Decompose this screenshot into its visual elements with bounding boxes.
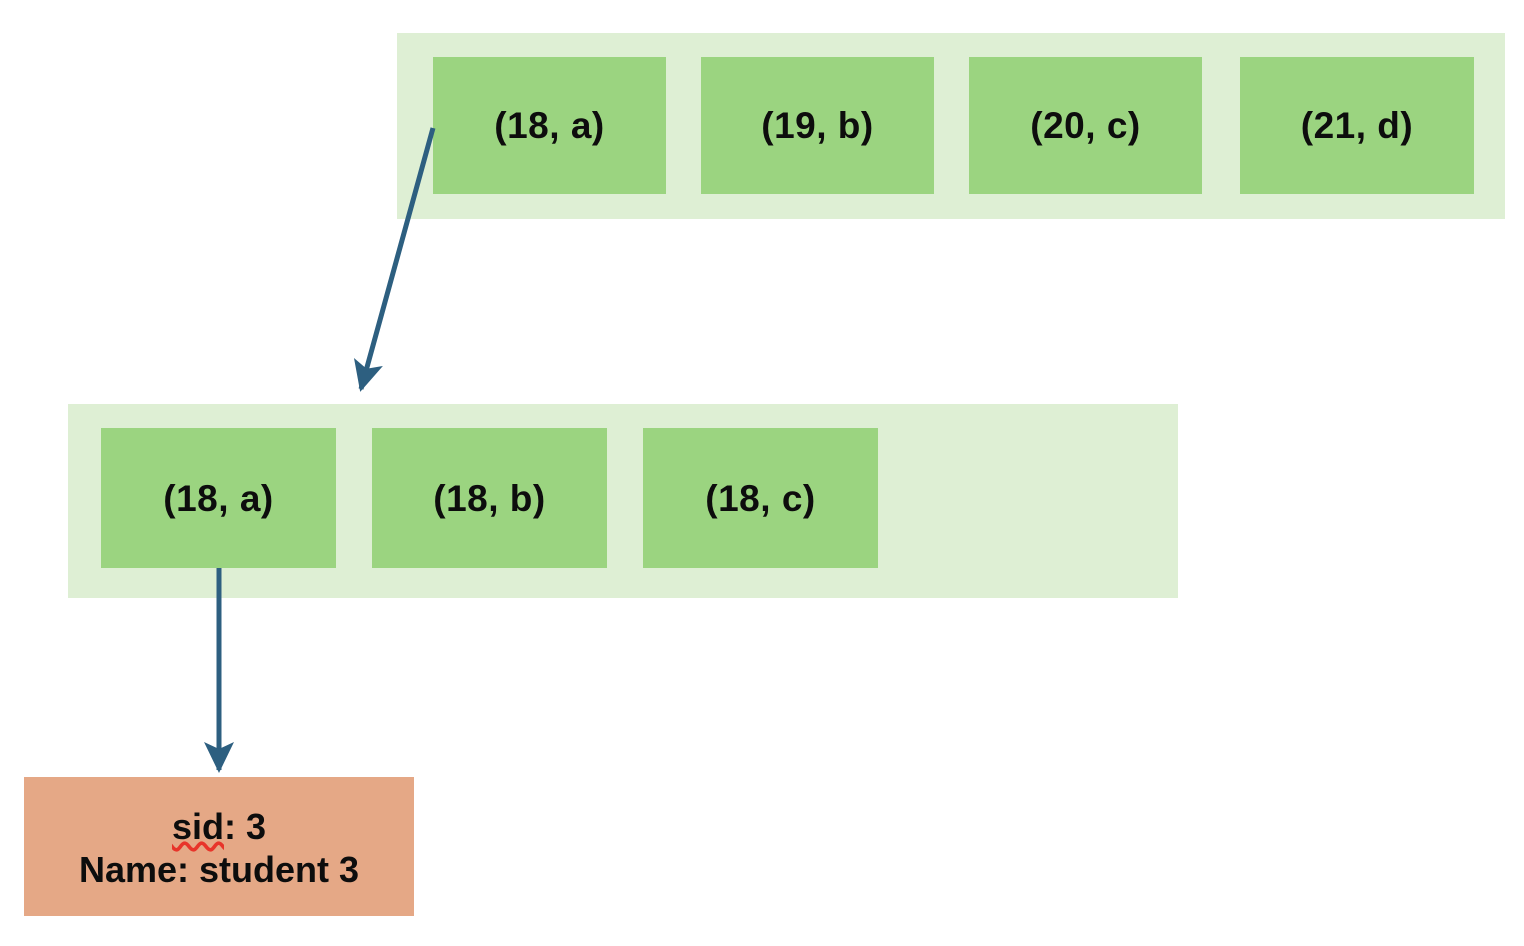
bottom-array-cell-0[interactable]: (18, a) bbox=[101, 428, 336, 568]
record-sid-line: sid: 3 bbox=[172, 806, 266, 848]
top-array-cell-3-label: (21, d) bbox=[1300, 105, 1414, 146]
top-array-cell-2-label: (20, c) bbox=[1030, 105, 1141, 146]
bottom-array-cell-1[interactable]: (18, b) bbox=[372, 428, 607, 568]
top-array-cell-2[interactable]: (20, c) bbox=[969, 57, 1202, 194]
top-array-cell-0[interactable]: (18, a) bbox=[433, 57, 666, 194]
top-array-cell-1-label: (19, b) bbox=[761, 105, 874, 146]
top-array-cell-0-label: (18, a) bbox=[494, 105, 605, 146]
student-record-box[interactable]: sid: 3 Name: student 3 bbox=[24, 777, 414, 916]
bottom-array-cell-1-label: (18, b) bbox=[433, 477, 546, 519]
top-array-cell-3[interactable]: (21, d) bbox=[1240, 57, 1474, 194]
bottom-array-cell-2[interactable]: (18, c) bbox=[643, 428, 878, 568]
bottom-array-cell-0-label: (18, a) bbox=[163, 477, 274, 519]
record-name-line: Name: student 3 bbox=[78, 848, 360, 890]
top-array-cell-1[interactable]: (19, b) bbox=[701, 57, 934, 194]
bottom-array-cell-2-label: (18, c) bbox=[705, 477, 816, 519]
record-sid-value: : 3 bbox=[224, 806, 267, 848]
record-sid-key: sid bbox=[171, 806, 224, 848]
